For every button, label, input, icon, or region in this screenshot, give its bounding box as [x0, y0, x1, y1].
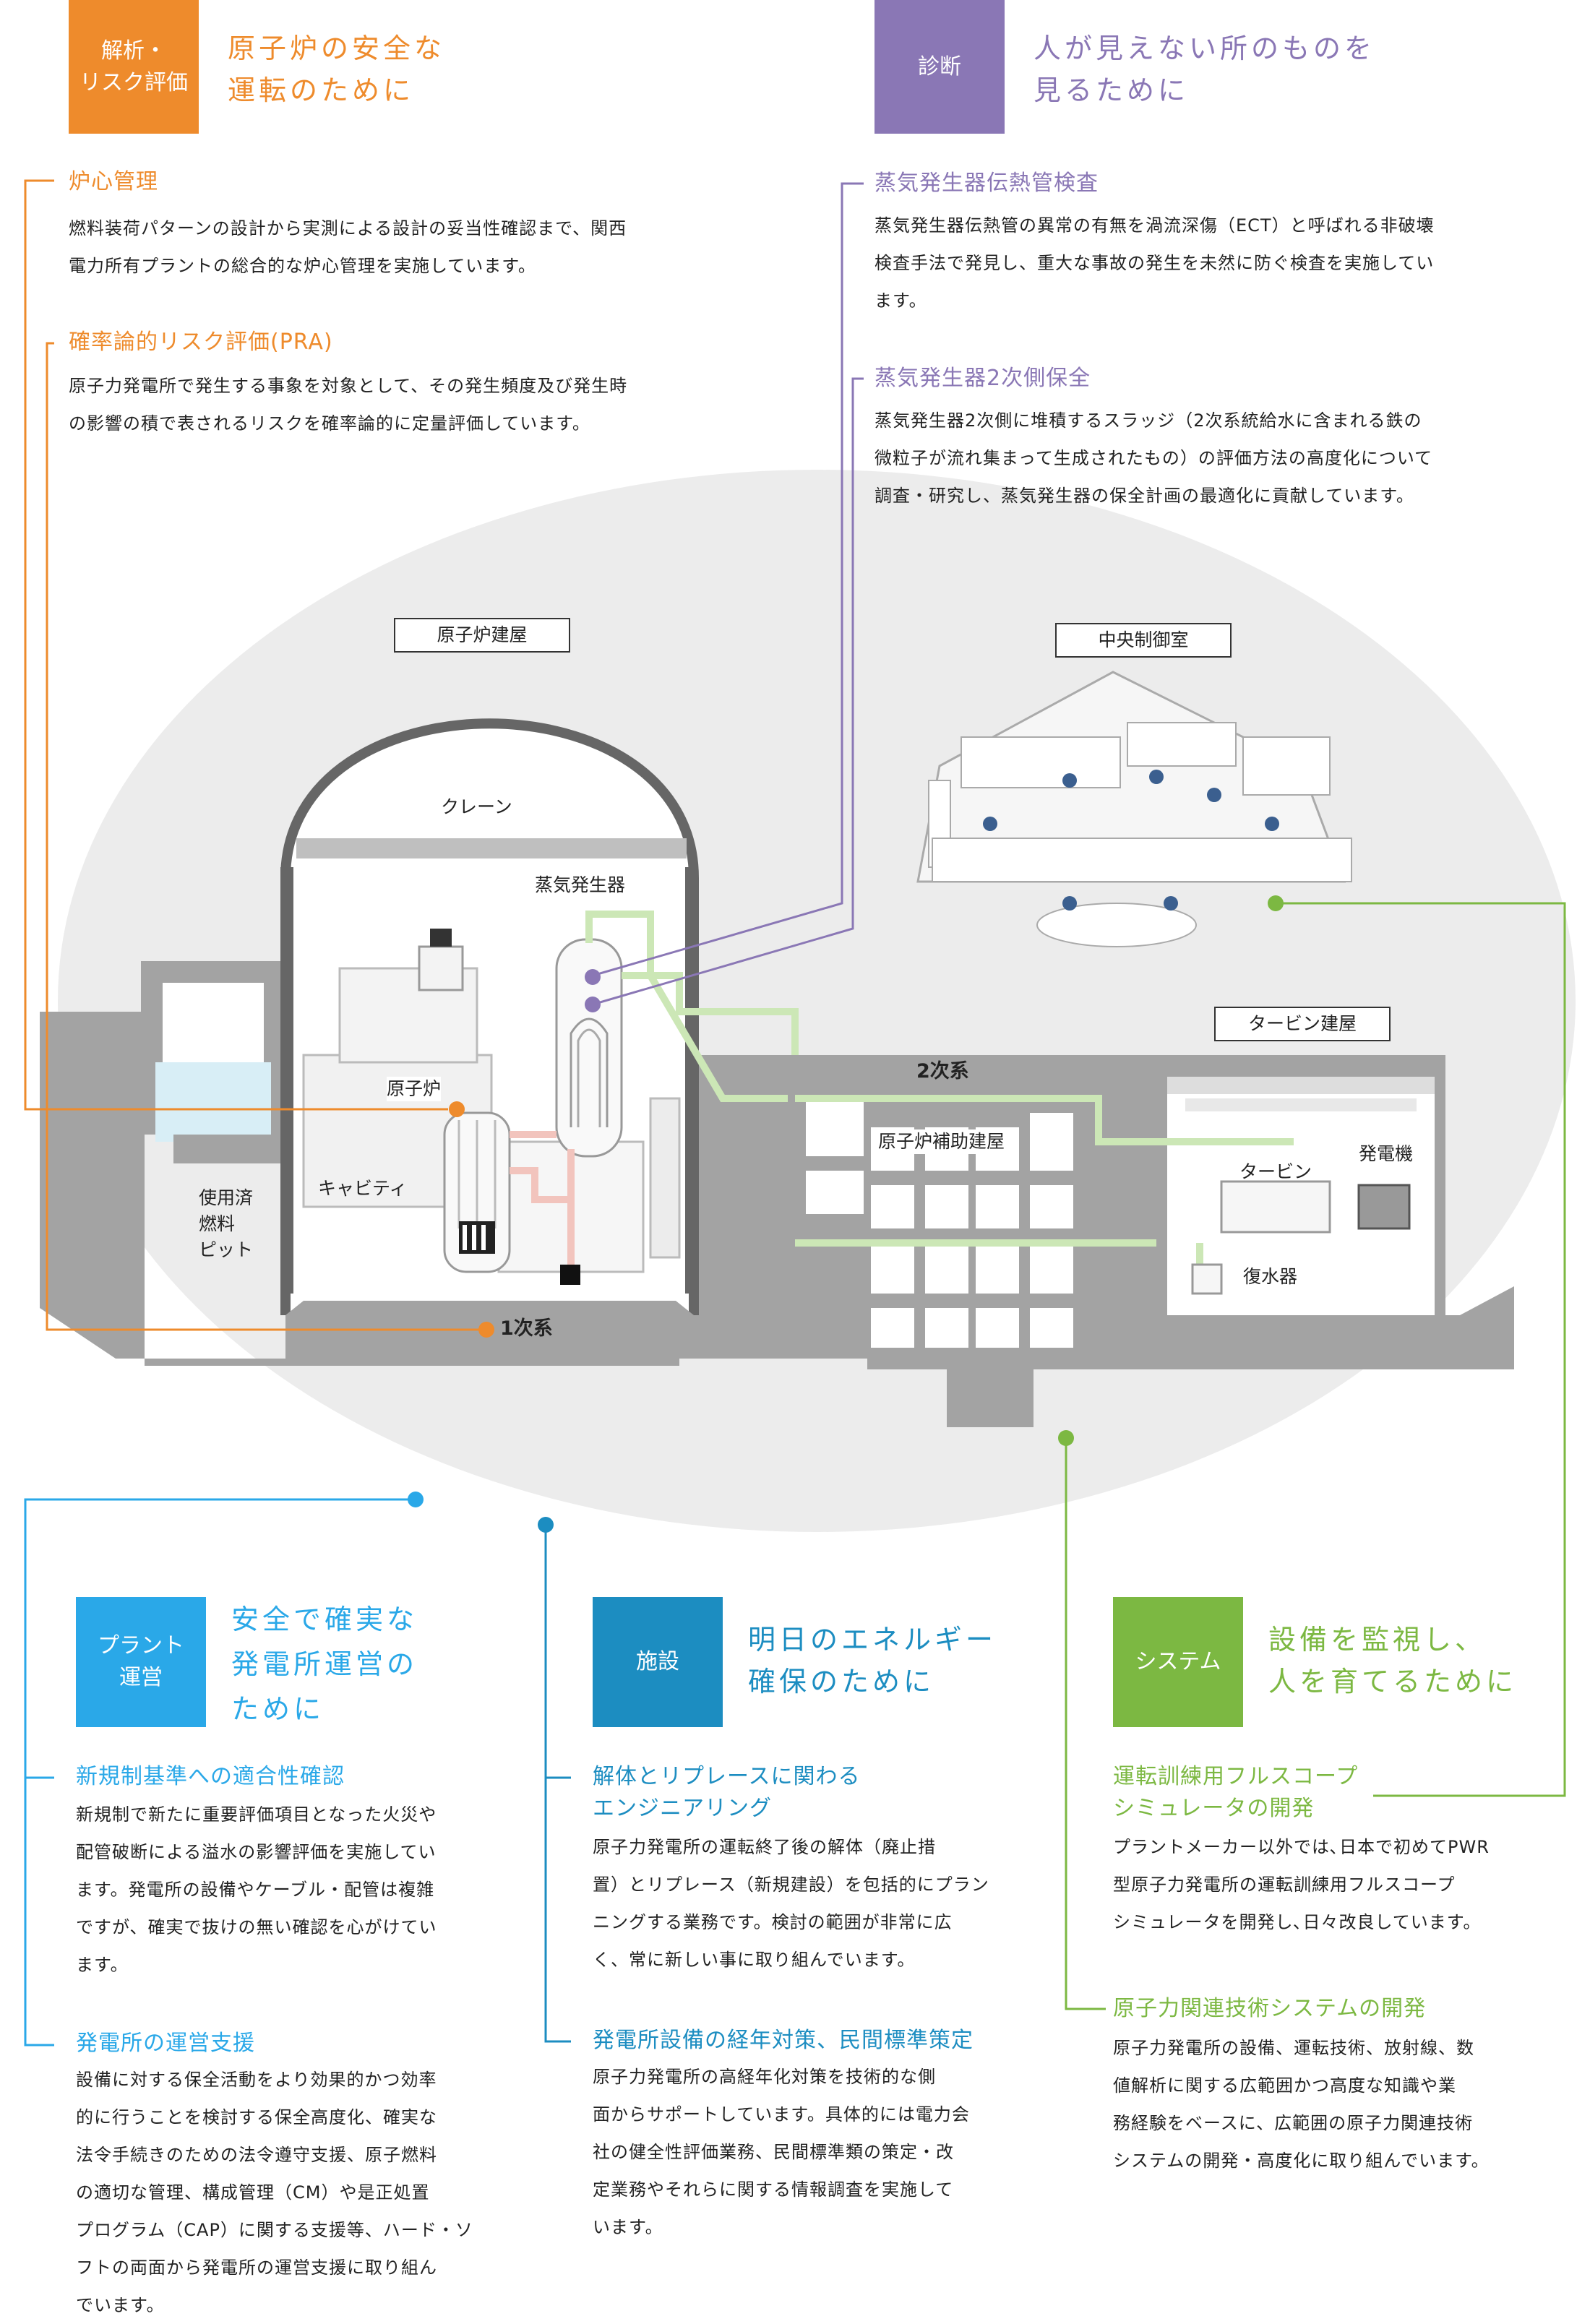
heading-plant-operation: 安全で確実な 発電所運営の ために — [231, 1604, 418, 1725]
leader-line-tech-system — [1065, 1438, 1106, 2010]
leader-line-regulation — [24, 1498, 416, 1779]
label-aux-building: 原子炉補助建屋 — [878, 1129, 1005, 1154]
body-regulation-compliance: 新規制で新たに重要評価項目となった火災や 配管破断による溢水の影響評価を実施して… — [76, 1804, 437, 1975]
label-turbine-building: タービン建屋 — [1214, 1007, 1391, 1041]
category-tag-facility: 施設 — [593, 1597, 723, 1727]
category-tag-system: システム — [1113, 1597, 1243, 1727]
system-marker — [1058, 1430, 1074, 1446]
heading-facility: 明日のエネルギー 確保のために — [748, 1624, 997, 1697]
body-tech-system: 原子力発電所の設備、運転技術、放射線、数 値解析に関する広範囲かつ高度な知識や業… — [1113, 2038, 1490, 2171]
leader-line-pra — [46, 342, 488, 1331]
control-room-marker — [1268, 895, 1284, 911]
body-pra: 原子力発電所で発生する事象を対象として、その発生頻度及び発生時 の影響の積で表さ… — [69, 376, 628, 434]
label-reactor: 原子炉 — [387, 1077, 442, 1101]
label-primary-system: 1次系 — [500, 1317, 553, 1340]
label-generator: 発電機 — [1359, 1143, 1414, 1164]
category-tag-plant-operation: プラント 運営 — [76, 1597, 206, 1727]
title-simulator: 運転訓練用フルスコープ シミュレータの開発 — [1113, 1764, 1359, 1821]
body-sg-tube-inspection: 蒸気発生器伝熱管の異常の有無を渦流深傷（ECT）と呼ばれる非破壊 検査手法で発見… — [874, 215, 1435, 311]
label-reactor-building: 原子炉建屋 — [394, 618, 570, 653]
title-aging-management: 発電所設備の経年対策、民間標準策定 — [593, 2028, 974, 2053]
sg-marker-1 — [585, 969, 601, 985]
label-spent-fuel-pit: 使用済 燃料 ピット — [199, 1187, 254, 1260]
leader-line-core-management — [24, 179, 448, 1111]
leader-line-aging — [544, 1778, 571, 2043]
leader-line-sg-secondary — [592, 377, 864, 1006]
primary-system-marker — [478, 1322, 494, 1338]
title-decommission-replace: 解体とリプレースに関わる エンジニアリング — [593, 1764, 861, 1821]
title-sg-secondary: 蒸気発生器2次側保全 — [874, 366, 1091, 391]
sg-marker-2 — [585, 997, 601, 1012]
body-aging-management: 原子力発電所の高経年化対策を技術的な側 面からサポートしています。具体的には電力… — [593, 2067, 970, 2237]
heading-analysis: 原子炉の安全な 運転のために — [228, 33, 446, 106]
ground-foundation — [40, 983, 1514, 1427]
leader-line-sg-tube — [592, 182, 864, 977]
reactor-marker — [449, 1101, 465, 1117]
title-plant-support: 発電所の運営支援 — [76, 2031, 255, 2056]
heading-diagnosis: 人が見えない所のものを 見るために — [1034, 33, 1376, 106]
title-regulation-compliance: 新規制基準への適合性確認 — [76, 1764, 345, 1789]
title-sg-tube-inspection: 蒸気発生器伝熱管検査 — [874, 171, 1099, 196]
leader-line-simulator — [1276, 902, 1566, 1797]
crane-beam — [296, 838, 687, 858]
title-core-management: 炉心管理 — [69, 169, 158, 194]
body-simulator: プラントメーカー以外では､日本で初めてPWR 型原子力発電所の運転訓練用フルスコ… — [1113, 1837, 1490, 1932]
label-steam-generator: 蒸気発生器 — [535, 874, 626, 895]
label-central-control-room: 中央制御室 — [1055, 623, 1232, 658]
heading-system: 設備を監視し、 人を育てるために — [1268, 1624, 1518, 1697]
generator-shape — [1359, 1185, 1409, 1228]
control-room — [916, 671, 1352, 947]
leader-line-decommission — [544, 1525, 571, 1779]
coolant-pump — [560, 1265, 580, 1285]
category-tag-diagnosis: 診断 — [874, 0, 1005, 134]
title-pra: 確率論的リスク評価(PRA) — [69, 330, 333, 355]
plant-operation-marker — [408, 1492, 424, 1507]
condenser-shape — [1191, 1263, 1223, 1295]
body-sg-secondary: 蒸気発生器2次側に堆積するスラッジ（2次系統給水に含まれる鉄の 微粒子が流れ集ま… — [874, 410, 1433, 506]
body-decommission-replace: 原子力発電所の運転終了後の解体（廃止措 置）とリプレース（新規建設）を包括的にプ… — [593, 1837, 989, 1970]
label-cavity: キャビティ — [318, 1178, 408, 1199]
leader-line-plant-support — [24, 1778, 54, 2047]
category-tag-analysis: 解析・ リスク評価 — [69, 0, 199, 134]
label-turbine: タービン — [1239, 1161, 1312, 1182]
label-crane: クレーン — [441, 796, 512, 817]
body-plant-support: 設備に対する保全活動をより効果的かつ効率 的に行うことを検討する保全高度化、確実… — [76, 2070, 473, 2315]
body-core-management: 燃料装荷パターンの設計から実測による設計の妥当性確認まで、関西 電力所有プラント… — [69, 218, 627, 276]
label-condenser: 復水器 — [1243, 1266, 1298, 1287]
title-tech-system: 原子力関連技術システムの開発 — [1113, 1996, 1427, 2021]
label-secondary-system: 2次系 — [916, 1060, 969, 1083]
turbine-shape — [1220, 1180, 1331, 1234]
facility-marker — [538, 1517, 554, 1533]
